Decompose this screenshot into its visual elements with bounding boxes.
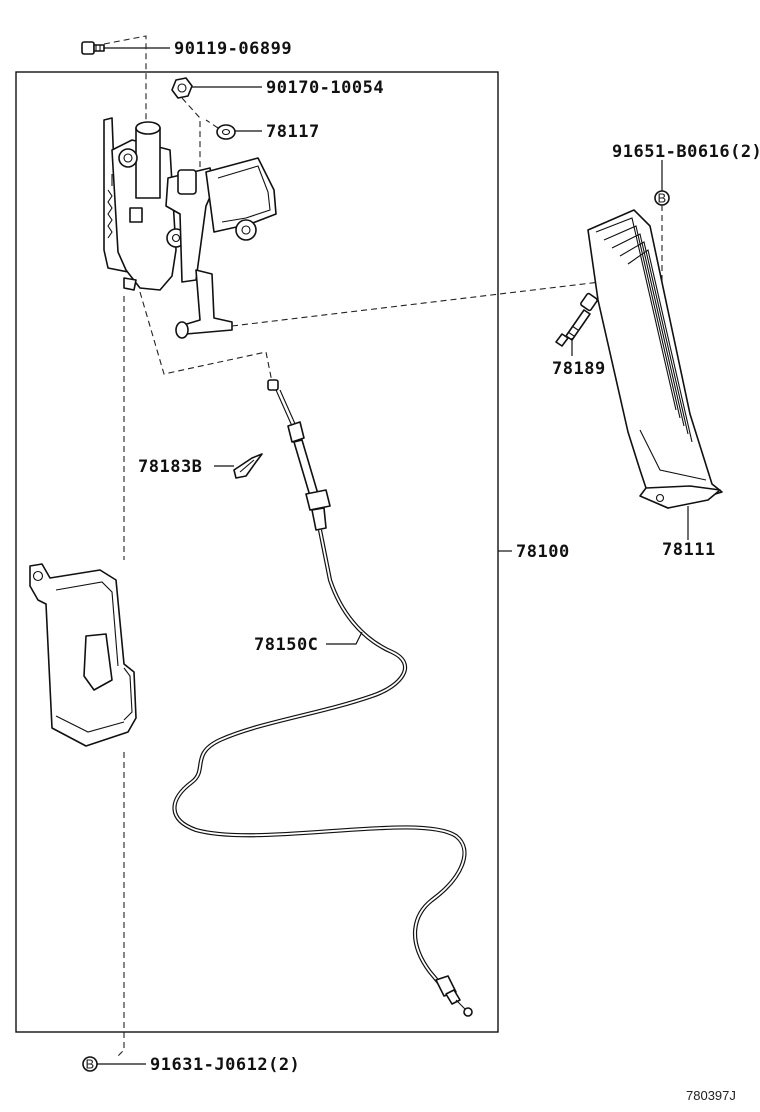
svg-text:B: B bbox=[86, 1057, 95, 1072]
label-bolt: 90119-06899 bbox=[174, 39, 292, 59]
pedal-bolt-icon bbox=[555, 292, 598, 347]
cable-clamp-icon bbox=[233, 453, 263, 479]
assembly-frame bbox=[15, 71, 499, 1033]
clip-bottom-icon: B bbox=[82, 1056, 98, 1072]
accelerator-cable-icon bbox=[172, 379, 473, 1017]
accelerator-pedal-icon bbox=[587, 209, 723, 509]
leader-cable bbox=[326, 631, 363, 645]
svg-text:B: B bbox=[658, 191, 667, 206]
dash-nut bbox=[181, 97, 201, 178]
dash-bracket-cable bbox=[139, 291, 273, 383]
dash-washer bbox=[205, 119, 219, 129]
label-pedal-bolt: 78189 bbox=[552, 359, 606, 379]
label-washer: 78117 bbox=[266, 122, 320, 142]
label-assembly: 78100 bbox=[516, 542, 570, 562]
label-nut: 90170-10054 bbox=[266, 78, 384, 98]
label-clip-pedal: 91651-B0616(2) bbox=[612, 142, 760, 162]
nut-icon bbox=[171, 77, 193, 99]
diagram-code: 780397J bbox=[686, 1088, 736, 1103]
clip-b-icon: B bbox=[654, 190, 670, 206]
washer-icon bbox=[216, 124, 236, 140]
dash-bottom-clip bbox=[117, 296, 125, 1057]
dash-pedal-lever bbox=[231, 281, 601, 327]
bolt-icon bbox=[81, 41, 105, 55]
label-cable: 78150C bbox=[254, 635, 318, 655]
floor-bracket-icon bbox=[29, 563, 137, 747]
label-clamp: 78183B bbox=[138, 457, 202, 477]
label-pedal: 78111 bbox=[662, 540, 716, 560]
pedal-bracket-icon bbox=[103, 117, 277, 339]
label-clip-bottom: 91631-J0612(2) bbox=[150, 1055, 300, 1075]
